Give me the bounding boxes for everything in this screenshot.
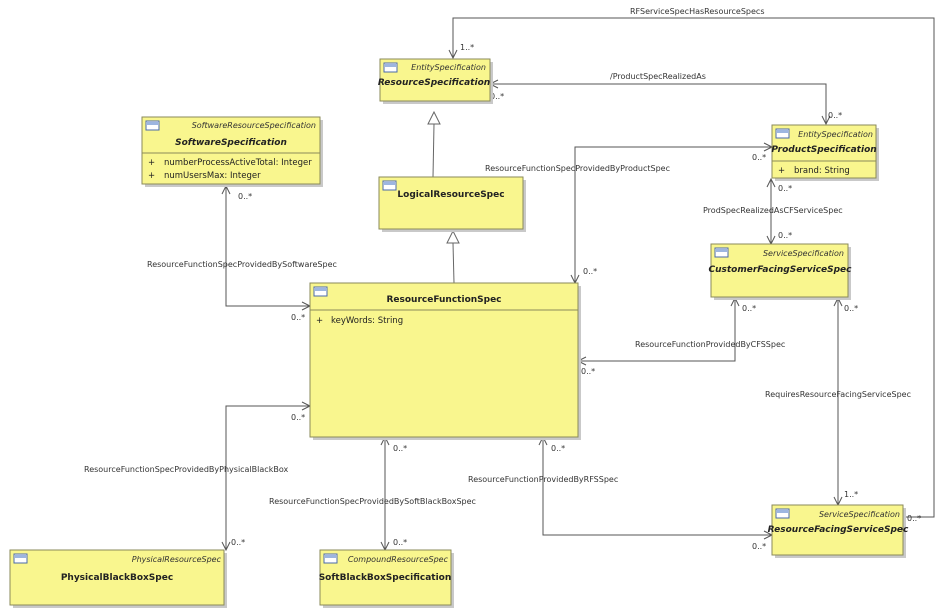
multiplicity: 0..* [238, 192, 252, 201]
class-stereotype: CompoundResourceSpec [348, 555, 449, 564]
multiplicity: 0..* [581, 367, 595, 376]
class-name: SoftBlackBoxSpecification [319, 573, 452, 583]
class-soft-black-box-specification[interactable]: CompoundResourceSpec SoftBlackBoxSpecifi… [319, 549, 454, 608]
class-icon [145, 120, 160, 131]
attribute: numUsersMax: Integer [164, 171, 261, 181]
attribute-visibility: + [148, 171, 155, 181]
class-stereotype: SoftwareResourceSpecification [192, 121, 316, 130]
assoc-label: ResourceFunctionProvidedByRFSSpec [468, 475, 618, 484]
attribute-visibility: + [316, 316, 323, 326]
assoc-resource-function-spec-provided-by-product-spec[interactable]: ResourceFunctionSpecProvidedByProductSpe… [485, 142, 774, 285]
assoc-prod-spec-realized-as-cf-service-spec[interactable]: ProdSpecRealizedAsCFServiceSpec 0..* 0..… [703, 177, 843, 246]
attribute: numberProcessActiveTotal: Integer [164, 158, 312, 168]
class-product-specification[interactable]: EntitySpecification ProductSpecification… [771, 124, 879, 181]
class-name: LogicalResourceSpec [397, 190, 504, 200]
assoc-resource-function-provided-by-rfs-spec[interactable]: ResourceFunctionProvidedByRFSSpec 0..* 0… [468, 435, 774, 551]
class-stereotype: ServiceSpecification [819, 510, 900, 519]
assoc-label: ResourceFunctionSpecProvidedBySoftBlackB… [269, 497, 476, 506]
multiplicity: 0..* [752, 542, 766, 551]
assoc-rf-service-spec-has-resource-specs[interactable]: RFServiceSpecHasResourceSpecs 1..* 0..* [448, 7, 935, 523]
attribute: keyWords: String [331, 316, 403, 326]
assoc-requires-resource-facing-service-spec[interactable]: RequiresResourceFacingServiceSpec 0..* 1… [765, 296, 911, 507]
multiplicity: 1..* [460, 43, 474, 52]
class-stereotype: PhysicalResourceSpec [132, 555, 222, 564]
assoc-label: RFServiceSpecHasResourceSpecs [630, 7, 764, 16]
class-icon [775, 508, 790, 519]
class-icon [382, 180, 397, 191]
attribute-visibility: + [778, 166, 785, 176]
assoc-resource-function-spec-provided-by-soft-black-box-spec[interactable]: ResourceFunctionSpecProvidedBySoftBlackB… [269, 435, 476, 552]
class-name: ResourceFunctionSpec [386, 295, 501, 305]
class-icon [383, 62, 398, 73]
multiplicity: 0..* [291, 313, 305, 322]
multiplicity: 0..* [393, 538, 407, 547]
class-resource-facing-service-spec[interactable]: ServiceSpecification ResourceFacingServi… [768, 504, 909, 558]
generalization-logical-to-resource-spec [427, 110, 441, 178]
assoc-label: ResourceFunctionSpecProvidedBySoftwareSp… [147, 260, 337, 269]
class-name: ProductSpecification [771, 145, 876, 155]
class-software-specification[interactable]: SoftwareResourceSpecification SoftwareSp… [141, 116, 323, 187]
assoc-resource-function-spec-provided-by-physical-black-box[interactable]: ResourceFunctionSpecProvidedByPhysicalBl… [84, 401, 312, 552]
class-resource-specification[interactable]: EntitySpecification ResourceSpecificatio… [378, 58, 493, 104]
multiplicity: 0..* [742, 304, 756, 313]
attribute: brand: String [794, 166, 850, 176]
assoc-label: ResourceFunctionProvidedByCFSSpec [635, 340, 785, 349]
assoc-resource-function-spec-provided-by-software-spec[interactable]: ResourceFunctionSpecProvidedBySoftwareSp… [147, 184, 337, 322]
assoc-product-spec-realized-as[interactable]: /ProductSpecRealizedAs 0..* 0..* [488, 72, 842, 126]
class-icon [13, 553, 28, 564]
inheritance-arrow [427, 110, 441, 125]
multiplicity: 0..* [778, 231, 792, 240]
assoc-label: RequiresResourceFacingServiceSpec [765, 390, 911, 399]
multiplicity: 0..* [778, 184, 792, 193]
class-name: ResourceFacingServiceSpec [768, 525, 909, 535]
multiplicity: 0..* [752, 153, 766, 162]
class-icon [313, 286, 328, 297]
attribute-visibility: + [148, 158, 155, 168]
class-stereotype: EntitySpecification [411, 63, 486, 72]
class-icon [714, 247, 729, 258]
multiplicity: 0..* [231, 538, 245, 547]
class-resource-function-spec[interactable]: ResourceFunctionSpec + keyWords: String [309, 282, 581, 440]
class-name: CustomerFacingServiceSpec [708, 265, 852, 275]
class-name: ResourceSpecification [378, 78, 490, 88]
class-icon [323, 553, 338, 564]
multiplicity: 0..* [393, 444, 407, 453]
assoc-label: ResourceFunctionSpecProvidedByPhysicalBl… [84, 465, 288, 474]
assoc-label: /ProductSpecRealizedAs [610, 72, 706, 81]
class-physical-black-box-spec[interactable]: PhysicalResourceSpec PhysicalBlackBoxSpe… [9, 549, 227, 608]
multiplicity: 0..* [291, 413, 305, 422]
multiplicity: 0..* [828, 111, 842, 120]
generalization-function-to-logical [446, 229, 460, 284]
multiplicity: 1..* [844, 490, 858, 499]
class-logical-resource-spec[interactable]: LogicalResourceSpec [378, 176, 526, 232]
multiplicity: 0..* [583, 267, 597, 276]
assoc-label: ResourceFunctionSpecProvidedByProductSpe… [485, 164, 670, 173]
multiplicity: 0..* [844, 304, 858, 313]
class-stereotype: EntitySpecification [798, 130, 873, 139]
class-name: SoftwareSpecification [175, 138, 287, 148]
class-customer-facing-service-spec[interactable]: ServiceSpecification CustomerFacingServi… [708, 243, 852, 300]
multiplicity: 0..* [490, 92, 504, 101]
class-stereotype: ServiceSpecification [763, 249, 844, 258]
multiplicity: 0..* [907, 514, 921, 523]
assoc-label: ProdSpecRealizedAsCFServiceSpec [703, 206, 843, 215]
class-icon [775, 128, 790, 139]
multiplicity: 0..* [551, 444, 565, 453]
assoc-resource-function-provided-by-cfs-spec[interactable]: ResourceFunctionProvidedByCFSSpec 0..* 0… [576, 296, 785, 376]
class-name: PhysicalBlackBoxSpec [61, 573, 173, 583]
inheritance-arrow [446, 229, 460, 244]
